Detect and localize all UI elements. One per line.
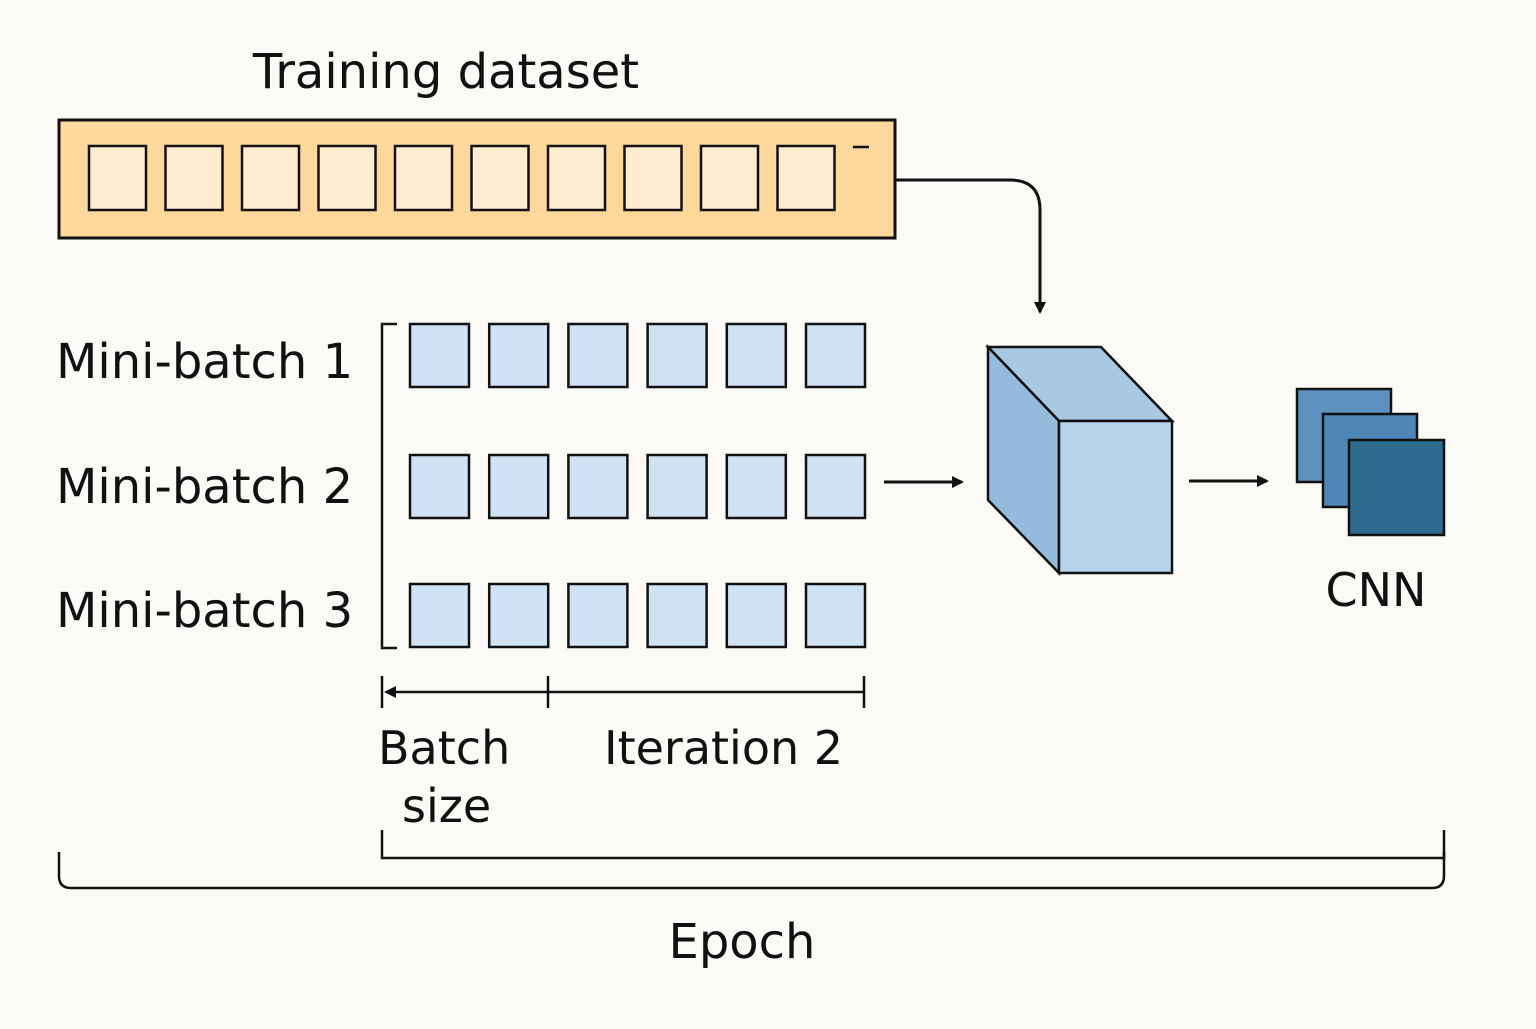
mini-batch-sample-cell (804, 582, 867, 649)
mini-batch-sample-cell (804, 453, 867, 520)
epoch-label: Epoch (669, 914, 816, 970)
iteration-span-bracket (380, 830, 1446, 860)
mini-batch-sample-cell (567, 322, 629, 389)
mini-batch-sample-cell (646, 453, 708, 520)
mini-batch-sample-cell (725, 322, 788, 389)
iteration-label: Iteration 2 (604, 721, 843, 775)
dataset-sample-cell (699, 144, 760, 212)
dataset-sample-cell (470, 144, 530, 212)
cnn-cube-front (1057, 419, 1174, 575)
mini-batch-sample-cell (567, 582, 629, 649)
mini-batch-sample-cell (487, 582, 550, 649)
mini-batch-sample-cell (725, 453, 788, 520)
dataset-sample-cell (546, 144, 607, 212)
batch-size-ruler (380, 676, 866, 708)
mini-batch-sample-cell (408, 582, 471, 649)
dataset-cells (87, 144, 836, 212)
dataset-to-cnn-arrow (895, 178, 1046, 314)
batch-size-label-line2: size (402, 779, 491, 833)
mini-batch-sample-cell (646, 582, 708, 649)
epoch-brace (57, 852, 1446, 890)
feature-maps (1295, 387, 1446, 537)
mini-batch-label-1: Mini-batch 1 (56, 334, 353, 390)
mini-batch-row-1 (408, 322, 867, 389)
dataset-sample-cell (240, 144, 301, 212)
mini-batch-row-3 (408, 582, 867, 649)
mini-batch-sample-cell (725, 582, 788, 649)
batch-size-label-line1: Batch (378, 721, 510, 775)
mini-batch-sample-cell (646, 322, 708, 389)
mini-batch-sample-cell (487, 322, 550, 389)
feature-map-3 (1347, 438, 1446, 537)
mini-batch-row-2 (408, 453, 867, 520)
mini-batch-label-3: Mini-batch 3 (56, 583, 353, 639)
mini-batch-sample-cell (487, 453, 550, 520)
mini-batch-sample-cell (567, 453, 629, 520)
mini-batch-sample-cell (408, 322, 471, 389)
cnn-cube (985, 343, 1175, 577)
mini-batch-label-2: Mini-batch 2 (56, 459, 353, 515)
dataset-sample-cell (393, 144, 454, 212)
mini-batch-sample-cell (408, 453, 471, 520)
dataset-sample-cell (317, 144, 377, 212)
dataset-sample-cell (87, 144, 148, 212)
mini-batch-bracket (380, 322, 397, 650)
mini-batch-rows (408, 322, 867, 649)
cnn-label: CNN (1326, 563, 1427, 617)
mini-batch-sample-cell (804, 322, 867, 389)
dataset-sample-cell (623, 144, 683, 212)
dataset-sample-cell (776, 144, 836, 212)
dataset-sample-cell (164, 144, 224, 212)
dataset-title: Training dataset (252, 44, 639, 100)
